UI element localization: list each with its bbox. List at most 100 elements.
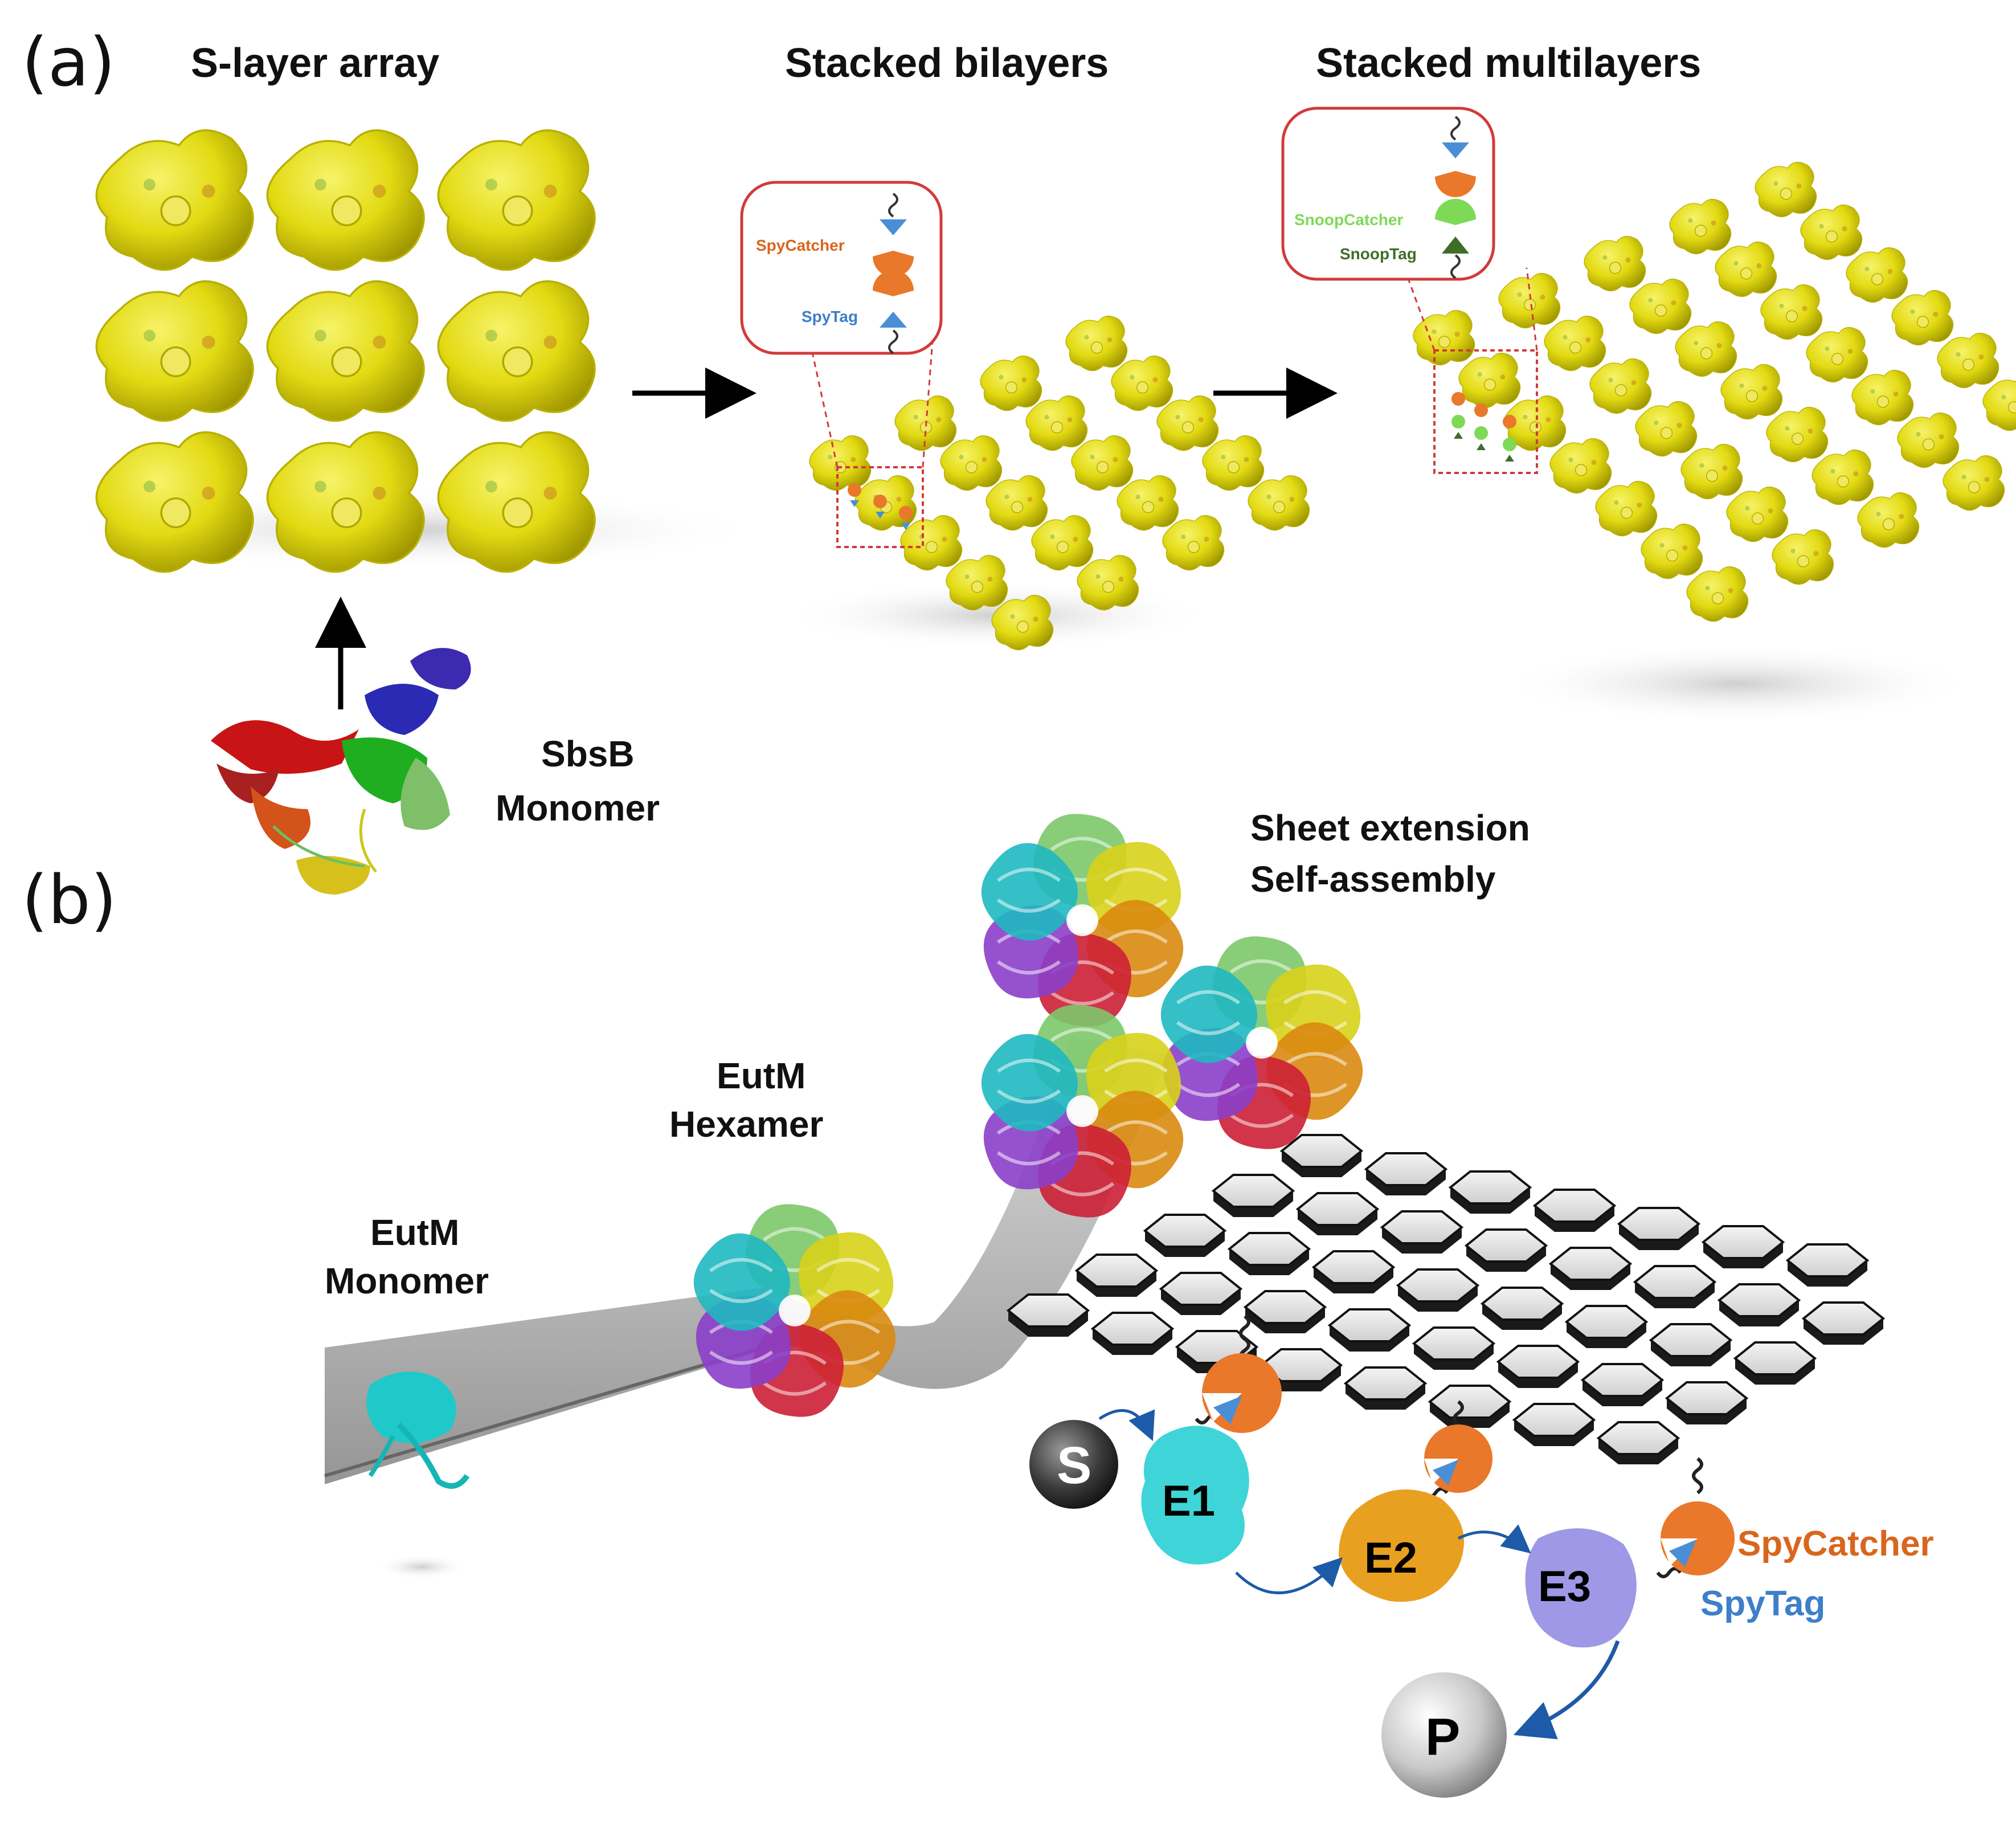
- sheet-hexagon-r2-c7: [1733, 1341, 1817, 1385]
- sheet-hexagon-r3-c4: [1412, 1326, 1496, 1370]
- sheet-hexagon-r3-c3: [1327, 1308, 1412, 1352]
- legend-spycatcher: SpyCatcher: [1737, 1524, 1934, 1563]
- sheet-hexagon-r3-c0: [1074, 1254, 1159, 1297]
- multilayer-unit-r6-c2: [1857, 492, 1920, 548]
- inset-snoopcatcher-label: SnoopCatcher: [1294, 211, 1403, 228]
- bilayer-unit-r2-c0: [900, 515, 963, 571]
- sheet-hexagon-r0-c2: [1448, 1170, 1532, 1214]
- hexamer-4: [981, 1005, 1184, 1218]
- multilayer-zoom-box: [1433, 349, 1538, 474]
- multilayer-unit-r6-c1: [1772, 529, 1834, 585]
- spytag-e2: [1433, 1460, 1458, 1485]
- sheet-hexagon-r1-c4: [1548, 1247, 1633, 1290]
- substrate-label: S: [1057, 1436, 1091, 1495]
- sheet-hexagon-r0-c1: [1364, 1152, 1448, 1195]
- sbsb-label-line2: Monomer: [496, 787, 660, 828]
- legend-spytag: SpyTag: [1700, 1584, 1825, 1623]
- multilayer-inset-frame: [1281, 107, 1495, 281]
- sheet-hexagon-r1-c5: [1633, 1265, 1717, 1308]
- eutm-monomer-line2: Monomer: [325, 1260, 489, 1301]
- sheet-hexagon-r1-c0: [1211, 1174, 1295, 1217]
- sheet-hexagon-r2-c6: [1649, 1323, 1733, 1366]
- sheet-hexagon-r4-c1: [1090, 1312, 1175, 1355]
- hexamer-1: [693, 1204, 896, 1417]
- multilayer-unit-r5-c0: [1641, 524, 1703, 579]
- spytag-e3: [1669, 1540, 1696, 1567]
- bilayer-unit-r4-c2: [1162, 515, 1225, 571]
- spytag-triangle-bottom: [880, 312, 907, 328]
- sheet-hexagon-r4-c7: [1596, 1421, 1680, 1464]
- slayer-unit-r0-c2: [437, 129, 596, 271]
- sheet-hexagon-r4-c6: [1512, 1403, 1596, 1446]
- substrate-sphere: [1029, 1420, 1118, 1509]
- spytag-triangle-top: [880, 219, 907, 235]
- bilayer-unit-r2-c2: [1071, 435, 1134, 491]
- arrow-e2-to-e3: [1457, 1524, 1531, 1554]
- eutm-hexamers: [693, 814, 1363, 1417]
- multilayer-unit-r4-c4: [1937, 333, 1999, 389]
- slayer-unit-r0-c1: [266, 129, 425, 271]
- multilayer-unit-r0-c3: [1669, 199, 1732, 255]
- bilayer-unit-r0-c3: [1065, 316, 1128, 372]
- sheet-extension-label: Sheet extension: [1250, 807, 1530, 848]
- sheet-hexagon-r2-c2: [1311, 1250, 1396, 1293]
- slayer-unit-r2-c0: [95, 431, 254, 573]
- multilayer-linker-2: [1503, 415, 1516, 428]
- bilayer-unit-r3-c3: [1202, 435, 1265, 491]
- sheet-hexagon-r3-c5: [1496, 1345, 1580, 1388]
- multilayer-unit-r6-c0: [1686, 566, 1749, 622]
- multilayer-unit-r2-c2: [1675, 321, 1737, 377]
- bilayer-unit-r1-c1: [940, 435, 1003, 491]
- multilayer-unit-r2-c4: [1846, 247, 1908, 303]
- bilayer-linker-0: [848, 483, 861, 497]
- hexamer-3: [1160, 936, 1363, 1149]
- multilayer-unit-r5-c2: [1811, 450, 1874, 505]
- multilayer-unit-r3-c2: [1720, 364, 1783, 420]
- sheet-hexagon-r4-c5: [1428, 1385, 1512, 1428]
- sheet-hexagon-r0-c3: [1532, 1189, 1617, 1232]
- slayer-array: [57, 129, 763, 573]
- assembly-ribbon: [325, 1037, 1168, 1484]
- enzyme-e1-label: E1: [1162, 1477, 1215, 1525]
- bilayer-unit-r0-c2: [980, 356, 1042, 411]
- bilayer-unit-r3-c0: [946, 555, 1008, 611]
- bilayer-linker-2: [899, 506, 913, 520]
- sheet-hexagon-r1-c7: [1801, 1301, 1886, 1345]
- stacked-multilayers-title: Stacked multilayers: [1316, 40, 1701, 86]
- multilayer-unit-r4-c0: [1595, 481, 1658, 537]
- sheet-hexagon-r1-c3: [1464, 1228, 1548, 1272]
- sheet-hexagon-r4-c4: [1343, 1366, 1428, 1410]
- eutm-hexamer-line2: Hexamer: [669, 1104, 823, 1145]
- sheet-hexagon-r0-c5: [1701, 1225, 1785, 1268]
- arrow-e1-to-e2: [1235, 1557, 1343, 1595]
- bilayer-unit-r4-c0: [991, 595, 1054, 651]
- sheet-hexagon-r0-c4: [1617, 1207, 1701, 1250]
- multilayer-unit-r3-c1: [1635, 401, 1698, 457]
- sheet-hexagon-r4-c3: [1259, 1348, 1343, 1391]
- sheet-hexagon-r2-c5: [1564, 1305, 1649, 1348]
- bilayer-unit-r1-c3: [1111, 356, 1173, 411]
- arrow-e3-to-p: [1513, 1640, 1620, 1740]
- enzyme-e3: [1525, 1528, 1637, 1648]
- multilayer-unit-r4-c3: [1851, 370, 1914, 426]
- eutm-hexamer-line1: EutM: [717, 1055, 805, 1096]
- bilayer-unit-r0-c0: [809, 435, 872, 491]
- multi-spycatcher-shape: [1435, 171, 1476, 197]
- inset-spytag-label: SpyTag: [802, 308, 858, 325]
- sheet-hexagon-r1-c6: [1717, 1283, 1801, 1326]
- bilayer-unit-r1-c2: [1025, 395, 1088, 451]
- slayer-unit-r1-c2: [437, 280, 596, 422]
- multilayer-linker-0: [1451, 392, 1465, 406]
- multilayer-unit-r4-c2: [1766, 407, 1829, 463]
- sheet-hexagon-r2-c0: [1143, 1214, 1227, 1257]
- multilayer-unit-r1-c2: [1629, 279, 1692, 334]
- panel-b-letter: (b): [22, 860, 117, 939]
- multilayer-unit-r4-c1: [1680, 444, 1743, 500]
- slayer-unit-r0-c0: [95, 129, 254, 271]
- spytag-e1: [1213, 1396, 1242, 1424]
- sheet-hexagon-r0-c6: [1785, 1243, 1870, 1287]
- multilayer-unit-r0-c1: [1498, 273, 1561, 329]
- bilayer-unit-r2-c3: [1156, 395, 1219, 451]
- bilayer-stack: SpyCatcher SpyTag: [740, 181, 1310, 651]
- slayer-unit-r2-c2: [437, 431, 596, 573]
